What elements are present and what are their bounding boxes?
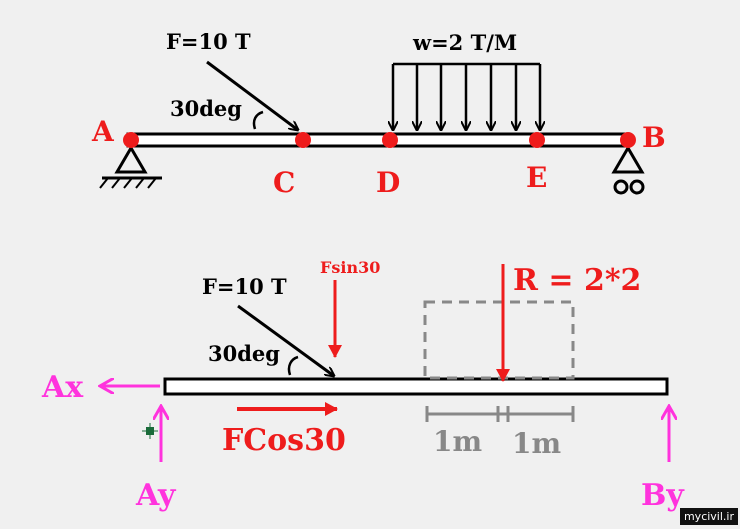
force-label: F=10 T <box>166 29 251 54</box>
dim-left-label: 1m <box>433 425 482 458</box>
fbd-force-label: F=10 T <box>202 274 287 299</box>
point-d <box>382 132 398 148</box>
dim-right-label: 1m <box>512 427 561 460</box>
bottom-diagram: F=10 T 30deg Fsin30 R = 2*2 FCos30 1m 1m… <box>41 258 685 513</box>
fbd-beam <box>163 377 669 396</box>
label-b: B <box>642 121 666 154</box>
point-e <box>529 132 545 148</box>
top-diagram: A B C D E F=10 T 30deg w=2 T/M <box>91 29 666 199</box>
label-c: C <box>273 166 295 199</box>
fbd-angle-arc <box>287 355 299 376</box>
ax-label: Ax <box>41 370 84 405</box>
by-label: By <box>641 478 685 513</box>
roller-support-b <box>611 145 645 195</box>
dashed-load-block <box>423 300 575 380</box>
angle-arc <box>252 110 264 130</box>
label-e: E <box>526 161 547 194</box>
cursor-marker-icon <box>142 423 158 439</box>
label-a: A <box>91 115 115 148</box>
dimension-lines <box>425 406 575 422</box>
top-beam <box>126 132 630 148</box>
resultant-label: R = 2*2 <box>513 263 641 298</box>
point-a <box>123 132 139 148</box>
fcos-label: FCos30 <box>222 423 346 458</box>
angle-label: 30deg <box>170 96 242 121</box>
fbd-inclined-force-arrow <box>237 304 334 376</box>
fsin-label: Fsin30 <box>320 258 380 277</box>
point-c <box>295 132 311 148</box>
watermark: mycivil.ir <box>679 508 738 525</box>
pin-support-a <box>99 145 162 189</box>
inclined-force-arrow <box>206 60 298 130</box>
fbd-angle-label: 30deg <box>208 341 280 366</box>
label-d: D <box>376 166 400 199</box>
ay-label: Ay <box>135 478 177 513</box>
point-b <box>620 132 636 148</box>
load-label: w=2 T/M <box>412 30 517 55</box>
distributed-load <box>393 62 540 130</box>
